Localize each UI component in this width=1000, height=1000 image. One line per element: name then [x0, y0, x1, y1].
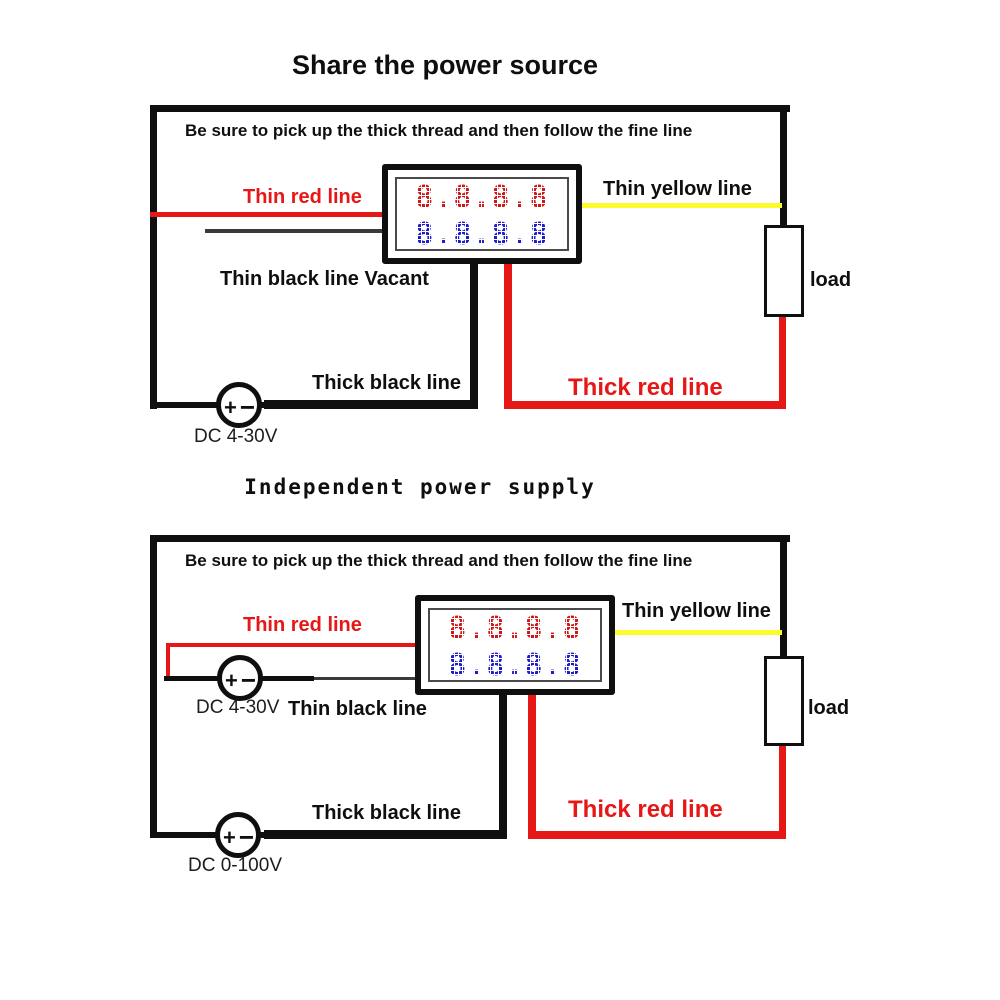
d1-thin-red-label: Thin red line	[243, 186, 362, 208]
d1-load-resistor	[764, 225, 804, 317]
d1-thin-black-vacant-label: Thin black line Vacant	[220, 268, 429, 290]
d1-thick-black-wire	[264, 400, 478, 409]
d2-dc-source-meter-icon: + −	[217, 655, 263, 701]
d1-meter-screen: 8.8.8.8 8.8.8.8	[395, 177, 569, 252]
d2-meter-black-down-wire	[499, 693, 507, 839]
d1-meter-red-down-wire	[504, 262, 512, 409]
d2-dc-source-meter-minus: −	[240, 665, 256, 695]
d1-meter-black-down-wire	[470, 262, 478, 407]
d2-dc-source-meter-plus: +	[225, 668, 238, 693]
d2-meter-current-readout: 8.8.8.8	[448, 648, 582, 683]
d2-thin-yellow-label: Thin yellow line	[622, 600, 771, 622]
d2-thick-red-wire	[528, 831, 786, 839]
diagram1-title: Share the power source	[291, 50, 599, 80]
d1-box-right	[780, 105, 787, 228]
d2-thin-red-wire	[166, 643, 415, 647]
d1-dc-source-minus: −	[239, 392, 255, 422]
d2-box-top	[150, 535, 790, 542]
d1-box-top	[150, 105, 790, 112]
d2-thin-red-label: Thin red line	[243, 614, 362, 636]
d1-thin-yellow-wire	[582, 203, 782, 208]
d1-meter-voltage-readout: 8.8.8.8	[415, 180, 549, 215]
d2-thick-red-label: Thick red line	[568, 796, 723, 823]
d2-box-left	[150, 535, 157, 838]
d2-thin-red-wire-drop	[166, 643, 170, 681]
d1-load-red-wire	[779, 314, 786, 409]
d2-dc-source-load-label: DC 0-100V	[188, 855, 282, 876]
d1-bottom-black-wire	[150, 402, 270, 408]
d1-note: Be sure to pick up the thick thread and …	[185, 121, 693, 140]
d2-thin-black-label: Thin black line	[288, 698, 427, 720]
d1-thin-yellow-label: Thin yellow line	[603, 178, 752, 200]
d1-meter-current-readout: 8.8.8.8	[415, 217, 549, 252]
d2-bottom-black-wire	[150, 832, 270, 838]
d2-meter-screen: 8.8.8.8 8.8.8.8	[428, 608, 602, 683]
d2-meter-red-down-wire	[528, 693, 536, 839]
d1-meter-display: 8.8.8.8 8.8.8.8	[382, 164, 582, 264]
d1-dc-source-plus: +	[224, 395, 237, 420]
d2-box-right	[780, 535, 787, 656]
d1-thick-red-label: Thick red line	[568, 374, 723, 401]
d2-thin-black-wire-fine	[314, 677, 415, 680]
d2-load-resistor	[764, 656, 804, 746]
diagram2-title: Independent power supply	[244, 475, 596, 499]
d2-load-label: load	[808, 697, 850, 719]
d2-thick-black-wire	[264, 830, 507, 839]
d1-thick-black-label: Thick black line	[312, 372, 461, 394]
d2-load-red-wire	[779, 744, 786, 839]
d1-thick-red-wire	[504, 401, 786, 409]
d1-thin-black-vacant-wire	[205, 229, 383, 233]
d2-meter-display: 8.8.8.8 8.8.8.8	[415, 595, 615, 695]
d2-dc-source-load-plus: +	[223, 825, 236, 850]
d2-thin-yellow-wire	[615, 630, 782, 635]
d2-dc-source-load-minus: −	[238, 822, 254, 852]
d1-thin-red-wire	[150, 212, 383, 217]
d2-dc-source-load-icon: + −	[215, 812, 261, 858]
d2-thick-black-label: Thick black line	[312, 802, 461, 824]
d1-dc-source-icon: + −	[216, 382, 262, 428]
d1-load-label: load	[810, 269, 852, 291]
d1-dc-source-label: DC 4-30V	[194, 426, 278, 447]
d2-dc-source-meter-label: DC 4-30V	[196, 697, 280, 718]
d1-box-left	[150, 105, 157, 409]
d2-meter-voltage-readout: 8.8.8.8	[448, 611, 582, 646]
d2-note: Be sure to pick up the thick thread and …	[185, 551, 693, 570]
